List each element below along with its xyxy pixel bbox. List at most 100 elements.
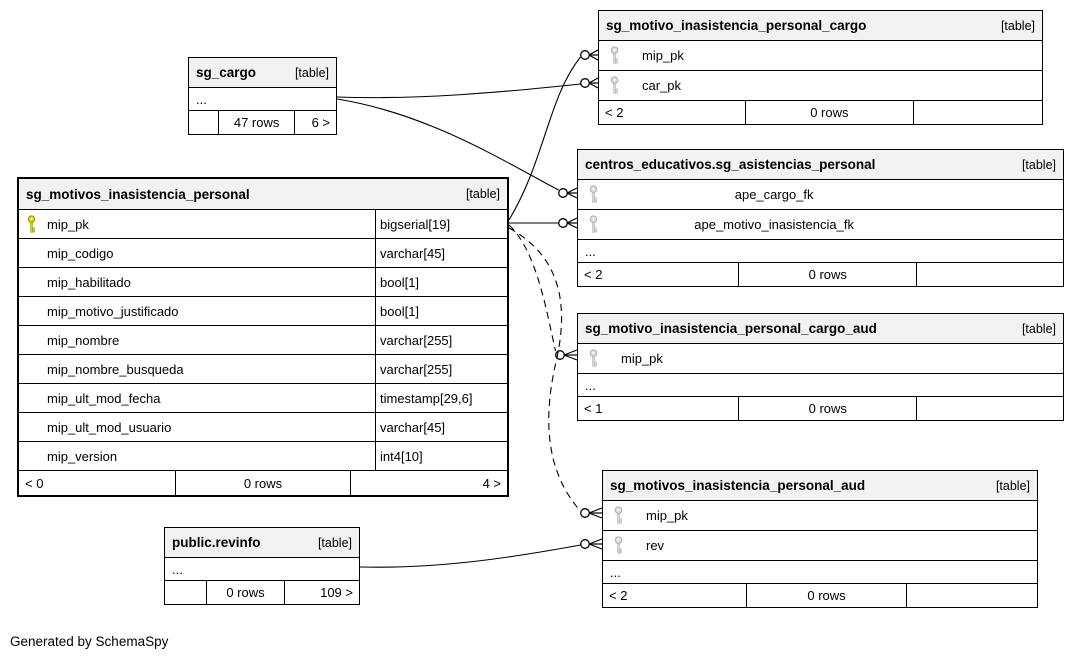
key-slot — [589, 215, 599, 234]
column-name: mip_ult_mod_usuario — [47, 419, 172, 435]
footer-children-count: 6 > — [311, 115, 330, 130]
table-header[interactable]: sg_cargo[table] — [189, 58, 336, 87]
table-centros-educativos-sg-asistencias-personal: centros_educativos.sg_asistencias_person… — [577, 149, 1064, 287]
foreign-key-icon — [589, 349, 598, 367]
table-header[interactable]: public.revinfo [table] — [165, 528, 359, 557]
relationship-line-sg-motivos-inasistencia-personal-mip-pk-to-sg-motivo-inasistencia-personal-cargo-aud-mip-pk — [508, 224, 578, 361]
column-type: varchar[45] — [375, 239, 507, 267]
column-type: int4[10] — [375, 442, 507, 470]
column-name: mip_ult_mod_fecha — [47, 390, 161, 406]
foreign-key-icon — [614, 536, 623, 554]
foreign-key-icon — [614, 506, 623, 524]
generated-by-note: Generated by SchemaSpy — [10, 634, 169, 649]
key-slot — [589, 185, 599, 204]
table-sg-motivo-inasistencia-personal-cargo: sg_motivo_inasistencia_personal_cargo [ta… — [598, 10, 1043, 125]
key-slot — [614, 506, 624, 525]
foreign-key-icon — [610, 76, 619, 94]
relationship-line-sg-cargo-to-sg-motivo-inasistencia-personal-cargo-car-pk — [336, 77, 599, 99]
table-type-tag: [table] — [1000, 18, 1035, 33]
footer-parents-count: < 2 — [584, 267, 603, 282]
footer-rows-count: 0 rows — [205, 581, 286, 604]
footer-children-count — [907, 584, 1037, 607]
relationship-line-sg-motivos-inasistencia-personal-mip-pk-to-centros-educativos-sg-asistencias-personal-ape-motivo-inasistencia-fk — [509, 217, 578, 229]
column-type: bigserial[19] — [375, 210, 507, 238]
table-title: sg_motivo_inasistencia_personal_cargo_au… — [585, 321, 877, 336]
foreign-key-icon — [610, 46, 619, 64]
table-title: sg_motivos_inasistencia_personal — [26, 186, 250, 202]
column-row: mip_pk — [599, 40, 1042, 70]
table-header[interactable]: sg_motivo_inasistencia_personal_cargo_au… — [578, 314, 1063, 343]
footer-parents-count: < 0 — [25, 475, 44, 491]
table-footer: < 2 0 rows — [578, 262, 1063, 286]
table-header[interactable]: sg_motivo_inasistencia_personal_cargo [ta… — [599, 11, 1042, 40]
table-type-tag: [table] — [294, 65, 329, 80]
table-type-tag: [table] — [465, 187, 500, 201]
table-sg-motivos-inasistencia-personal-aud: sg_motivos_inasistencia_personal_aud[tab… — [602, 470, 1038, 608]
column-row: ape_motivo_inasistencia_fk — [578, 209, 1063, 239]
footer-parents-count: < 2 — [605, 105, 624, 120]
table-type-tag: [table] — [317, 535, 352, 550]
footer-rows-count: 0 rows — [738, 397, 918, 420]
column-name: mip_nombre_busqueda — [47, 361, 184, 377]
table-title: public.revinfo — [172, 535, 261, 550]
column-row: ape_cargo_fk — [578, 179, 1063, 209]
column-row: mip_motivo_justificado bool[1] — [19, 296, 507, 325]
column-type: bool[1] — [375, 268, 507, 296]
column-name: mip_version — [47, 448, 118, 464]
table-footer: < 2 0 rows — [599, 100, 1042, 124]
table-sg-cargo: sg_cargo[table]...47 rows 6 > — [188, 57, 337, 135]
column-type: varchar[45] — [375, 413, 507, 441]
footer-rows-count: 0 rows — [745, 101, 914, 124]
table-sg-motivos-inasistencia-personal: sg_motivos_inasistencia_personal [table] m… — [17, 177, 509, 497]
table-header[interactable]: centros_educativos.sg_asistencias_person… — [578, 150, 1063, 179]
footer-rows-count: 47 rows — [218, 111, 295, 134]
column-type: varchar[255] — [375, 355, 507, 383]
column-name: ape_cargo_fk — [734, 187, 814, 202]
table-header[interactable]: sg_motivos_inasistencia_personal_aud[tab… — [603, 471, 1037, 500]
column-name: mip_codigo — [47, 245, 114, 261]
foreign-key-icon — [589, 185, 598, 203]
column-name: mip_pk — [47, 216, 89, 232]
more-columns-ellipsis: ... — [578, 239, 1063, 262]
more-columns-ellipsis: ... — [165, 557, 359, 580]
column-name: mip_habilitado — [47, 274, 131, 290]
table-title: sg_motivo_inasistencia_personal_cargo — [606, 18, 867, 33]
foreign-key-icon — [589, 215, 598, 233]
footer-children-count: 4 > — [482, 475, 501, 491]
table-title: centros_educativos.sg_asistencias_person… — [585, 157, 876, 172]
footer-parents-count: < 1 — [584, 401, 603, 416]
relationship-line-public-revinfo-to-sg-motivos-inasistencia-personal-aud-rev — [359, 538, 603, 568]
column-name: mip_motivo_justificado — [47, 303, 179, 319]
footer-rows-count: 0 rows — [738, 263, 918, 286]
key-slot — [610, 46, 620, 65]
column-row: mip_habilitado bool[1] — [19, 267, 507, 296]
column-name: mip_pk — [621, 351, 663, 366]
column-row: rev — [603, 530, 1037, 560]
column-name: mip_nombre — [47, 332, 120, 348]
table-footer: 47 rows 6 > — [189, 110, 336, 134]
column-name: mip_pk — [646, 508, 688, 523]
more-columns-ellipsis: ... — [603, 560, 1037, 583]
footer-children-count — [917, 263, 1063, 286]
footer-children-count — [914, 101, 1042, 124]
more-columns-ellipsis: ... — [189, 87, 336, 110]
table-type-tag: [table] — [1021, 157, 1056, 172]
column-row: car_pk — [599, 70, 1042, 100]
key-slot — [614, 536, 624, 555]
primary-key-icon — [27, 214, 36, 233]
key-slot — [610, 76, 620, 95]
table-title: sg_motivos_inasistencia_personal_aud — [610, 478, 866, 493]
column-type: bool[1] — [375, 297, 507, 325]
table-sg-motivo-inasistencia-personal-cargo-aud: sg_motivo_inasistencia_personal_cargo_au… — [577, 313, 1064, 421]
column-name: car_pk — [642, 78, 682, 93]
table-header[interactable]: sg_motivos_inasistencia_personal [table] — [19, 179, 507, 209]
key-slot — [27, 214, 37, 234]
column-name: mip_pk — [642, 48, 684, 63]
table-footer: < 1 0 rows — [578, 396, 1063, 420]
footer-parents-count — [189, 111, 218, 134]
